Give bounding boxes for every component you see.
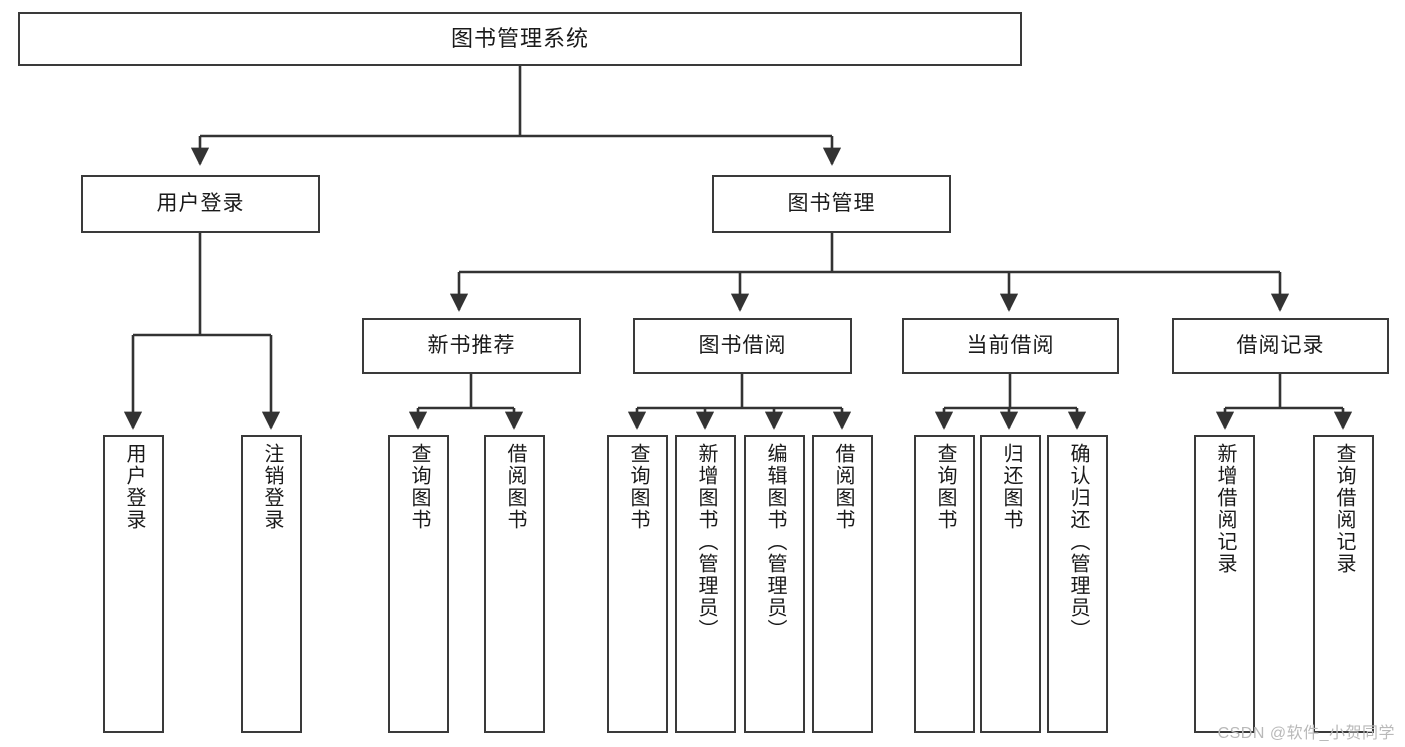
node-label: 查询图书 (934, 443, 956, 531)
node-label: 注销登录 (261, 443, 283, 531)
leaf-borrow-book[interactable]: 借阅图书 (812, 435, 873, 733)
leaf-edit-book-admin[interactable]: 编辑图书（管理员） (744, 435, 805, 733)
leaf-user-login[interactable]: 用户登录 (103, 435, 164, 733)
leaf-query-book-borrow[interactable]: 查询图书 (607, 435, 668, 733)
leaf-add-borrow-record[interactable]: 新增借阅记录 (1194, 435, 1255, 733)
node-current-borrow[interactable]: 当前借阅 (902, 318, 1119, 374)
node-label: 归还图书 (1000, 443, 1022, 531)
node-label: 图书管理 (787, 191, 876, 215)
node-label: 新增图书（管理员） (695, 443, 717, 641)
node-new-book-recommend[interactable]: 新书推荐 (362, 318, 581, 374)
leaf-borrow-book-recommend[interactable]: 借阅图书 (484, 435, 545, 733)
node-label: 查询借阅记录 (1333, 443, 1355, 575)
node-label: 用户登录 (156, 191, 245, 215)
node-label: 当前借阅 (966, 333, 1055, 357)
node-label: 新增借阅记录 (1214, 443, 1236, 575)
leaf-return-book[interactable]: 归还图书 (980, 435, 1041, 733)
node-book-borrow[interactable]: 图书借阅 (633, 318, 852, 374)
node-label: 用户登录 (123, 443, 145, 531)
node-book-management[interactable]: 图书管理 (712, 175, 951, 233)
leaf-query-book-current[interactable]: 查询图书 (914, 435, 975, 733)
node-label: 借阅记录 (1236, 333, 1325, 357)
leaf-query-borrow-record[interactable]: 查询借阅记录 (1313, 435, 1374, 733)
node-label: 图书借阅 (698, 333, 787, 357)
leaf-user-logout[interactable]: 注销登录 (241, 435, 302, 733)
leaf-query-book-recommend[interactable]: 查询图书 (388, 435, 449, 733)
node-user-login[interactable]: 用户登录 (81, 175, 320, 233)
node-root-system[interactable]: 图书管理系统 (18, 12, 1022, 66)
node-label: 查询图书 (408, 443, 430, 531)
node-label: 借阅图书 (504, 443, 526, 531)
node-label: 借阅图书 (832, 443, 854, 531)
node-label: 查询图书 (627, 443, 649, 531)
node-label: 确认归还（管理员） (1067, 443, 1089, 641)
node-label: 图书管理系统 (450, 26, 589, 52)
node-label: 编辑图书（管理员） (764, 443, 786, 641)
leaf-confirm-return-admin[interactable]: 确认归还（管理员） (1047, 435, 1108, 733)
leaf-add-book-admin[interactable]: 新增图书（管理员） (675, 435, 736, 733)
node-borrow-record[interactable]: 借阅记录 (1172, 318, 1389, 374)
node-label: 新书推荐 (427, 333, 516, 357)
